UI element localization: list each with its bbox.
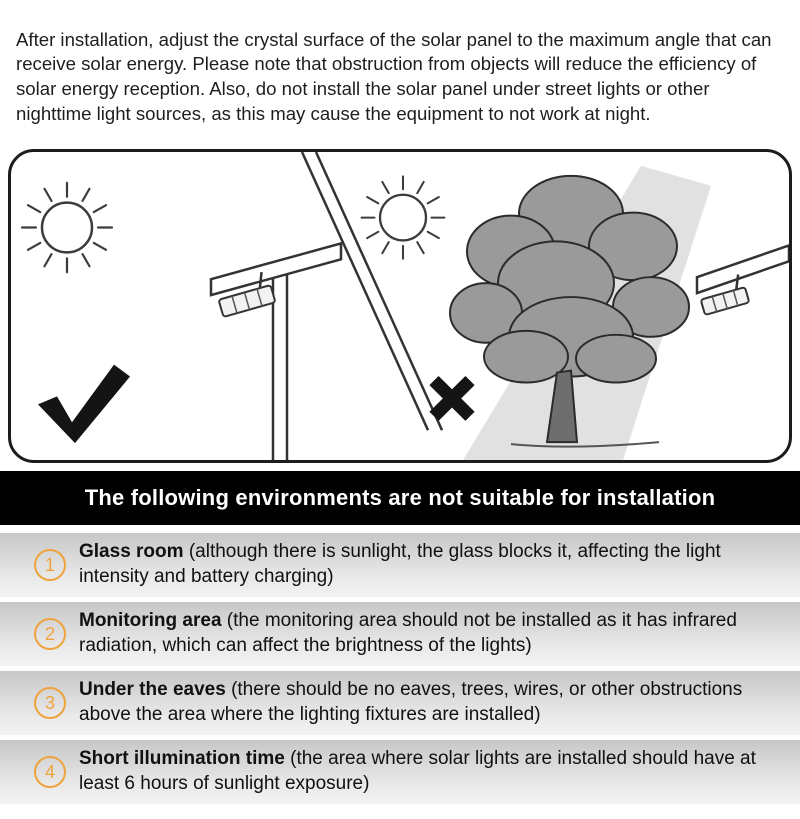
list-item-glass-room: 1 Glass room (although there is sunlight…	[0, 533, 800, 598]
list-item-short-illumination-time: 4 Short illumination time (the area wher…	[0, 740, 800, 805]
item-title: Glass room	[79, 541, 184, 563]
sun-icon	[20, 181, 114, 274]
item-body: (the monitoring area should not be insta…	[79, 610, 737, 657]
list-item-monitoring-area: 2 Monitoring area (the monitoring area s…	[0, 602, 800, 667]
tree	[449, 174, 690, 448]
installation-figure	[8, 149, 792, 464]
intro-paragraph: After installation, adjust the crystal s…	[16, 28, 772, 124]
item-number-badge: 1	[34, 549, 66, 582]
item-body: (there should be no eaves, trees, wires,…	[79, 679, 743, 726]
item-title: Under the eaves	[79, 679, 226, 701]
solar-lamp-icon	[218, 272, 276, 318]
not-suitable-banner: The following environments are not suita…	[0, 471, 800, 526]
item-text: Under the eaves (there should be no eave…	[79, 678, 782, 727]
check-mark-icon	[38, 364, 130, 444]
item-title: Short illumination time	[79, 748, 285, 770]
item-number-badge: 2	[34, 618, 66, 651]
sun-icon	[360, 175, 446, 260]
unsuitable-list: 1 Glass room (although there is sunlight…	[0, 525, 800, 805]
item-body: (the area where solar lights are install…	[79, 748, 756, 795]
item-text: Glass room (although there is sunlight, …	[79, 540, 782, 589]
figure-border	[8, 149, 792, 464]
item-text: Short illumination time (the area where …	[79, 747, 782, 796]
item-body: (although there is sunlight, the glass b…	[79, 541, 721, 588]
figure-drawing	[20, 152, 789, 461]
item-text: Monitoring area (the monitoring area sho…	[79, 609, 782, 658]
roof-right	[695, 244, 789, 295]
cross-mark-icon	[429, 376, 475, 421]
item-number-badge: 3	[34, 687, 66, 720]
solar-lamp-icon	[700, 274, 750, 316]
roof-left	[209, 241, 343, 461]
pole-lines	[300, 152, 444, 431]
list-item-under-the-eaves: 3 Under the eaves (there should be no ea…	[0, 671, 800, 736]
item-title: Monitoring area	[79, 610, 222, 632]
item-number-badge: 4	[34, 756, 66, 789]
